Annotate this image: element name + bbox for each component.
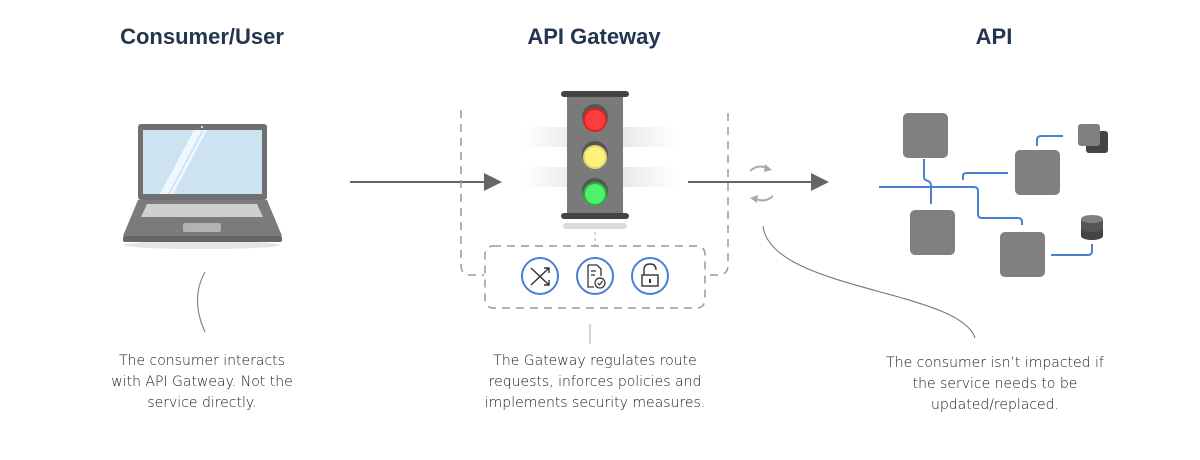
desc-line: The consumer isn’t impacted if — [886, 355, 1104, 371]
gateway-description: The Gateway regulates route requests, in… — [470, 351, 720, 414]
api-description: The consumer isn’t impacted if the servi… — [870, 353, 1120, 416]
desc-line: implements security measures. — [484, 395, 706, 411]
desc-line: The Gateway regulates route — [493, 353, 697, 369]
laptop-icon — [123, 124, 282, 249]
services-network-icon — [879, 113, 1108, 277]
desc-line: The consumer interacts — [119, 353, 285, 369]
desc-line: the service needs to be — [912, 376, 1078, 392]
gateway-title: API Gateway — [527, 24, 661, 49]
gateway-boundary — [460, 110, 729, 276]
api-title: API — [975, 24, 1013, 49]
desc-line: requests, inforces policies and — [488, 374, 702, 390]
desc-line: updated/replaced. — [931, 397, 1059, 413]
arrow-consumer-to-gateway — [350, 173, 502, 191]
routing-shuffle-icon — [521, 257, 559, 295]
padlock-icon — [631, 257, 669, 295]
desc-line: with API Gatweay. Not the — [111, 374, 293, 390]
traffic-light-icon — [561, 91, 629, 229]
desc-line: service directly. — [147, 395, 257, 411]
database-icon — [1081, 215, 1103, 240]
api-callout-line — [762, 225, 976, 339]
consumer-callout-line — [196, 271, 206, 333]
consumer-description: The consumer interacts with API Gatweay.… — [92, 351, 312, 414]
policy-document-check-icon — [576, 257, 614, 295]
consumer-title: Consumer/User — [120, 24, 284, 49]
replace-cycle-icon — [749, 164, 774, 203]
arrow-gateway-to-api — [688, 173, 829, 191]
gateway-features-box — [484, 245, 706, 309]
